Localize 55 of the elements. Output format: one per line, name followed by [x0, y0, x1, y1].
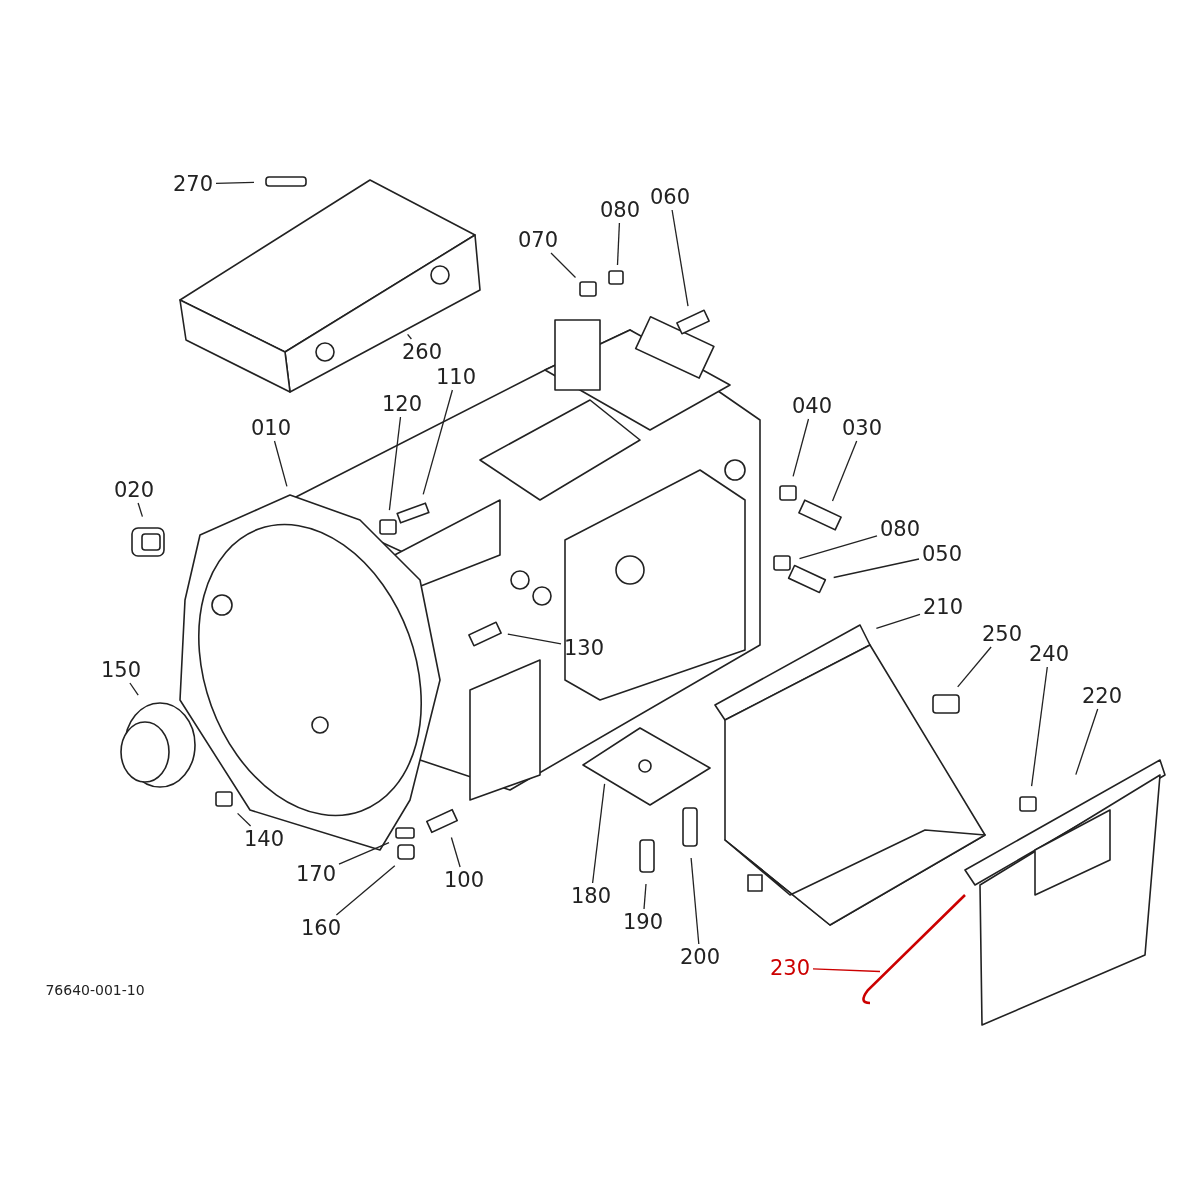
leader-line — [507, 633, 562, 645]
leader-line — [137, 502, 144, 518]
callout-number: 050 — [920, 542, 964, 566]
callout-number: 100 — [442, 868, 486, 892]
callout-number: 140 — [242, 827, 286, 851]
leader-line — [671, 209, 689, 307]
leader-line — [450, 836, 461, 868]
leader-line — [1075, 708, 1099, 776]
callout-number: 010 — [249, 416, 293, 440]
callout-number: 240 — [1027, 642, 1071, 666]
callout-number: 060 — [648, 185, 692, 209]
leader-line — [831, 440, 858, 502]
callout-number: 120 — [380, 392, 424, 416]
callout-number: 250 — [980, 622, 1024, 646]
leader-line — [550, 252, 577, 279]
leader-line — [215, 181, 255, 185]
leader-line — [833, 558, 920, 579]
callout-number: 210 — [921, 595, 965, 619]
callout-number: 160 — [299, 916, 343, 940]
leader-line — [335, 865, 396, 916]
callout-number: 220 — [1080, 684, 1124, 708]
leader-line — [812, 968, 881, 973]
callout-number: 200 — [678, 945, 722, 969]
leader-line — [643, 883, 647, 910]
leader-line — [690, 857, 700, 945]
leader-line — [388, 416, 402, 511]
callout-number: 130 — [562, 636, 606, 660]
callout-number: 080 — [598, 198, 642, 222]
leader-line — [792, 418, 810, 478]
callout-number: 170 — [294, 862, 338, 886]
leader-line — [591, 783, 606, 884]
callout-number: 230 — [768, 956, 812, 980]
leader-line — [957, 646, 992, 688]
leader-line — [236, 812, 252, 827]
callout-number: 180 — [569, 884, 613, 908]
leader-line — [422, 389, 454, 496]
leader-line — [338, 842, 390, 865]
callout-number: 270 — [171, 172, 215, 196]
callout-number: 080 — [878, 517, 922, 541]
leader-line — [129, 682, 139, 696]
callout-number: 260 — [400, 340, 444, 364]
callout-number: 030 — [840, 416, 884, 440]
drawing-number: 76640-001-10 — [45, 982, 145, 998]
callout-number: 020 — [112, 478, 156, 502]
leader-line — [875, 613, 921, 629]
callout-number: 150 — [99, 658, 143, 682]
leader-line — [1030, 666, 1048, 787]
leader-line — [798, 535, 878, 560]
leader-line — [273, 440, 288, 488]
callout-number: 190 — [621, 910, 665, 934]
callout-number: 040 — [790, 394, 834, 418]
leader-line — [406, 333, 413, 340]
leader-line — [616, 222, 621, 266]
callout-number: 110 — [434, 365, 478, 389]
callout-number: 070 — [516, 228, 560, 252]
